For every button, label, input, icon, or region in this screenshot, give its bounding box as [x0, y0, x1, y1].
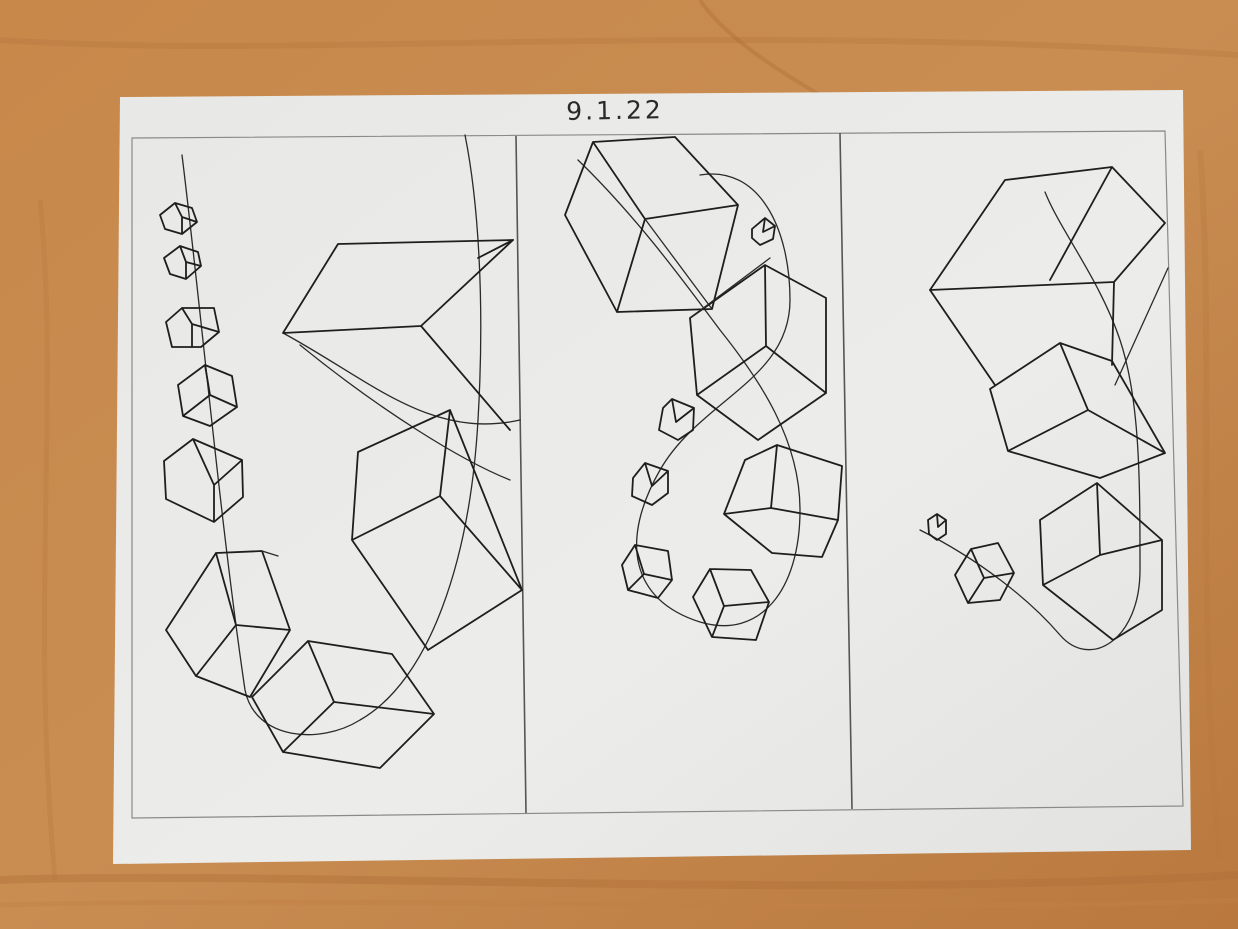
panel-frame	[131, 130, 1184, 819]
cube-lower-left	[165, 550, 291, 698]
panel-right	[919, 166, 1169, 651]
small-cube-5	[163, 438, 244, 523]
cube-small-b	[631, 462, 669, 506]
paper-sheet	[113, 90, 1191, 864]
handwritten-date: 9.1.22	[565, 95, 665, 126]
cube-right-mid	[723, 444, 843, 558]
cube-large-top	[282, 239, 514, 431]
cube-small-d	[692, 568, 770, 641]
cube-tiny-top	[751, 217, 776, 246]
small-cube-3	[165, 307, 220, 348]
cube-lower-middle	[251, 640, 435, 769]
cube-top-large-right	[929, 166, 1166, 386]
small-cube-2	[163, 245, 202, 280]
cube-middle-large	[351, 409, 523, 651]
cube-mid-right	[989, 342, 1166, 479]
cube-small-right	[954, 542, 1015, 604]
small-cube-4	[177, 364, 238, 427]
cube-small-c	[621, 544, 673, 599]
cube-top-large	[564, 136, 739, 313]
cube-mid-hex	[689, 257, 827, 441]
panel-middle	[564, 136, 843, 641]
cube-low-right	[1039, 482, 1163, 641]
panel-left	[159, 134, 523, 769]
cube-tiny-right	[927, 513, 947, 541]
cube-small-a	[658, 398, 695, 441]
small-cube-1	[159, 202, 198, 235]
